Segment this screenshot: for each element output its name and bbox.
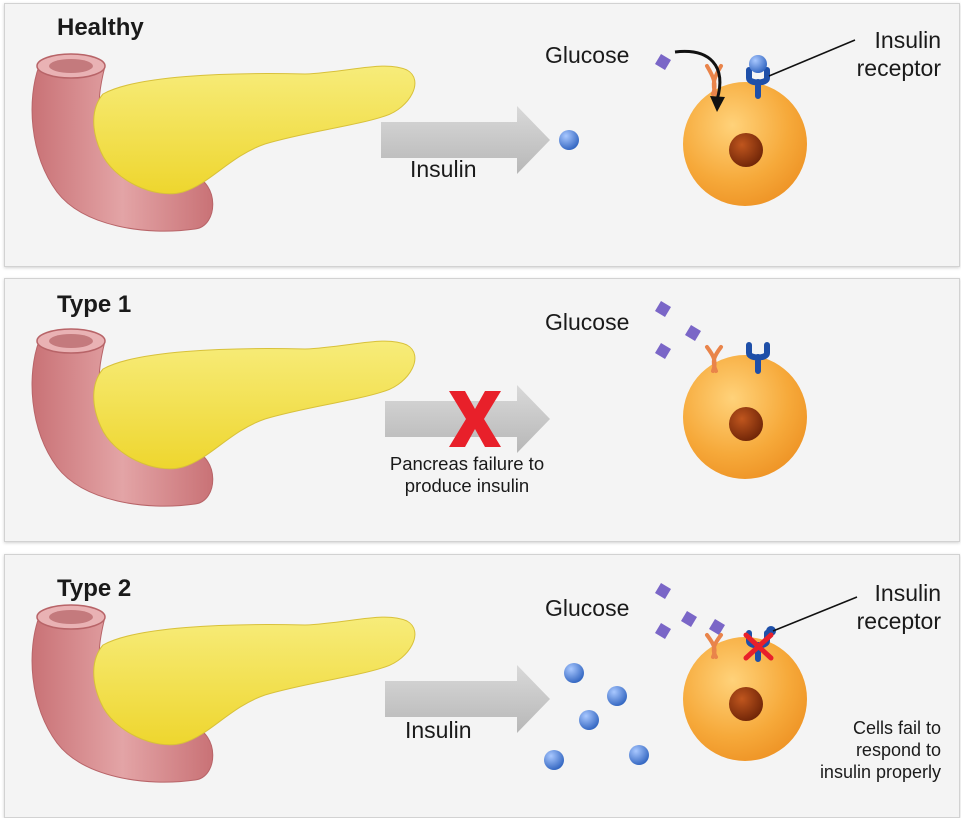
receptor-pointer <box>768 39 856 77</box>
glucose-transporter <box>705 64 723 96</box>
receptor-label: Insulin receptor <box>856 580 941 634</box>
glucose-label: Glucose <box>545 595 630 621</box>
pancreas <box>31 604 416 783</box>
red-x-icon <box>743 632 774 661</box>
pancreas <box>31 328 416 507</box>
glucose-molecule <box>655 583 725 639</box>
nucleus <box>729 687 763 721</box>
nucleus <box>729 133 763 167</box>
glucose-transporter <box>705 345 723 373</box>
glucose-label: Glucose <box>545 309 630 335</box>
type2-art <box>31 583 858 783</box>
pancreas-body <box>93 340 416 470</box>
insulin-arrow <box>381 106 550 174</box>
glucose-label: Glucose <box>545 42 630 68</box>
panel-title: Type 1 <box>57 291 132 318</box>
cells-fail-caption: Cells fail to respond to insulin properl… <box>819 718 941 782</box>
red-x-icon <box>449 391 501 447</box>
panel-healthy: Healthy Insulin Glucose Insulin receptor <box>4 3 960 267</box>
insulin-molecule <box>559 130 579 150</box>
panel-type2: Type 2 Insulin Glucose Insulin receptor … <box>4 554 960 818</box>
panel-title: Healthy <box>57 14 144 41</box>
insulin-label: Insulin <box>410 156 477 182</box>
glucose-transporter <box>705 633 723 659</box>
failure-label: Pancreas failure to produce insulin <box>389 453 545 496</box>
receptor-label: Insulin receptor <box>856 27 941 81</box>
nucleus <box>729 407 763 441</box>
panel-type1: Type 1 Glucose Pancreas failure to produ… <box>4 278 960 542</box>
type1-art <box>31 301 807 507</box>
healthy-art <box>31 39 856 232</box>
pancreas-body <box>93 616 416 746</box>
receptor-pointer <box>772 596 858 632</box>
insulin-receptor <box>746 55 770 99</box>
panel-title: Type 2 <box>57 575 132 602</box>
insulin-molecule <box>544 663 649 770</box>
pancreas-body <box>93 65 416 195</box>
insulin-arrow <box>385 665 550 733</box>
glucose-uptake-arrow <box>674 49 722 101</box>
insulin-receptor <box>746 342 770 374</box>
pancreas <box>31 53 416 232</box>
insulin-label: Insulin <box>405 717 472 743</box>
glucose-molecule <box>655 301 701 359</box>
